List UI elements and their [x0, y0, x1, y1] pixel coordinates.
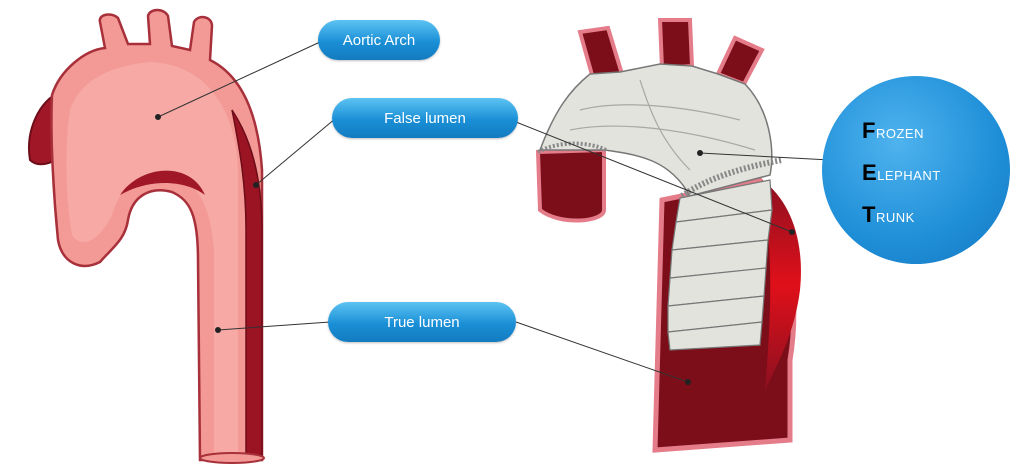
right-stent-graft: [668, 180, 772, 350]
right-ascending-aorta: [538, 150, 604, 221]
label-true-lumen-text: True lumen: [384, 314, 459, 331]
fet-acronym-circle: FROZEN ELEPHANT TRUNK: [822, 76, 1010, 264]
marker-true-lumen-left: [215, 327, 221, 333]
fet-initial-t: T: [862, 202, 876, 227]
fet-line-trunk: TRUNK: [862, 202, 915, 228]
left-aorta-cut-end: [200, 453, 264, 463]
label-aortic-arch: Aortic Arch: [318, 20, 440, 60]
fet-initial-e: E: [862, 160, 877, 185]
right-branch-2: [660, 20, 692, 68]
fet-rest-frozen: ROZEN: [876, 126, 924, 141]
label-false-lumen: False lumen: [332, 98, 518, 138]
left-aorta-diagram: [29, 10, 264, 463]
marker-aortic-arch: [155, 114, 161, 120]
fet-rest-elephant: LEPHANT: [877, 168, 940, 183]
fet-line-frozen: FROZEN: [862, 118, 924, 144]
marker-false-lumen-right: [789, 229, 795, 235]
marker-true-lumen-right: [685, 379, 691, 385]
right-fet-diagram: [538, 20, 801, 450]
fet-rest-trunk: RUNK: [876, 210, 915, 225]
fet-initial-f: F: [862, 118, 876, 143]
leader-false-lumen-left: [256, 118, 336, 185]
label-false-lumen-text: False lumen: [384, 110, 466, 127]
marker-false-lumen-left: [253, 182, 259, 188]
label-true-lumen: True lumen: [328, 302, 516, 342]
fet-line-elephant: ELEPHANT: [862, 160, 941, 186]
label-aortic-arch-text: Aortic Arch: [343, 32, 416, 49]
marker-fet: [697, 150, 703, 156]
